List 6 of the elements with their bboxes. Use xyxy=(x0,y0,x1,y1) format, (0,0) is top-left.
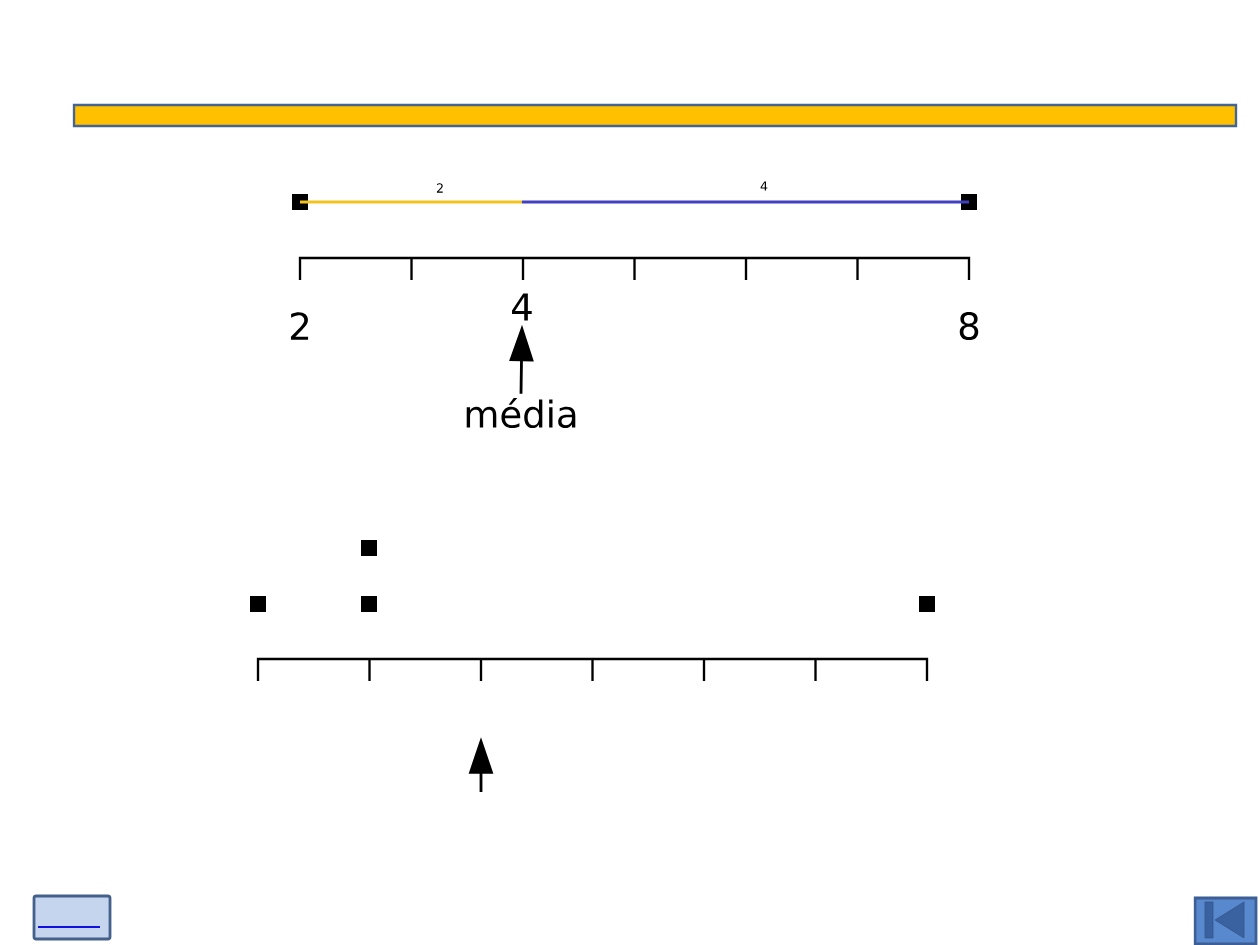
axis-label: 8 xyxy=(959,311,979,340)
segment-label: 4 xyxy=(760,181,768,191)
arrow-label: média xyxy=(466,397,576,429)
segment-label: 2 xyxy=(436,183,443,193)
axis-label: 4 xyxy=(512,293,532,321)
axis-label: 2 xyxy=(290,312,309,340)
